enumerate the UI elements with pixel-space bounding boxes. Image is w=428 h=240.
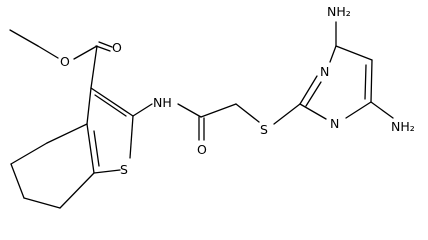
bond-ch2-s: [235, 103, 260, 123]
atom-amide-oxygen: O: [197, 142, 207, 157]
bond-pyr-c2-n1: [299, 75, 318, 105]
structure-drawing: O O NH S S O N N NH₂ NH₂: [9, 4, 415, 209]
atom-amino-top: NH₂: [327, 4, 351, 19]
bond-carbonyl-double-a: [95, 45, 111, 52]
atom-thiophene-sulfur: S: [120, 162, 128, 177]
bond-pyr-c5-c4: [370, 59, 373, 103]
bond-carbonyl-c3: [90, 45, 98, 89]
bond-c3a-c7a-inner: [93, 130, 100, 167]
molecule-diagram: O O NH S S O N N NH₂ NH₂: [9, 4, 415, 209]
bond-amide-c-ch2: [200, 103, 237, 118]
bond-o-carbonyl-c: [73, 45, 98, 60]
bond-carbonyl-double-b: [98, 41, 113, 48]
atom-ester-oxygen: O: [60, 54, 70, 69]
bond-pyr-n1-c6: [329, 45, 337, 63]
bond-c2-nh: [132, 103, 153, 117]
bond-pyr-c6-c5: [335, 45, 373, 61]
atom-amino-right: NH₂: [391, 119, 415, 134]
bond-pyr-c5-c4-inner: [364, 64, 367, 100]
atom-thioether-sulfur: S: [260, 122, 268, 137]
bond-c3a-c4: [46, 123, 88, 144]
bond-pyr-c4-n3: [345, 101, 372, 119]
atom-pyrimidine-n1: N: [320, 64, 329, 79]
atom-labels: O O NH S S O N N NH₂ NH₂: [60, 4, 415, 177]
bond-c2-s: [129, 115, 134, 159]
bond-c4-nh2: [370, 101, 394, 119]
bond-c7-c7a: [59, 172, 95, 209]
bond-nh-amide-c: [177, 103, 202, 118]
bond-c3-c3a: [86, 87, 92, 125]
bond-c4-c5: [10, 142, 48, 165]
bond-c6-c7: [23, 197, 61, 209]
bond-ethyl-ch2-o: [37, 45, 59, 59]
bond-s-c7a: [93, 169, 121, 174]
atom-pyrimidine-n3: N: [330, 116, 339, 131]
bond-c3-c2-inner: [94, 94, 127, 117]
bonds: [9, 21, 394, 209]
bond-c5-c6: [10, 163, 25, 199]
bond-ethyl-ch3-ch2: [9, 29, 39, 47]
bond-pyr-n3-c2: [299, 103, 327, 120]
atom-amide-nh: NH: [153, 95, 172, 110]
bond-c3a-c7a: [86, 123, 95, 174]
bond-s-pyr-c2: [273, 103, 301, 125]
bond-c3-c2: [90, 87, 134, 117]
atom-carbonyl-oxygen: O: [112, 40, 122, 55]
bond-pyr-c2-n1-inner: [305, 81, 322, 107]
